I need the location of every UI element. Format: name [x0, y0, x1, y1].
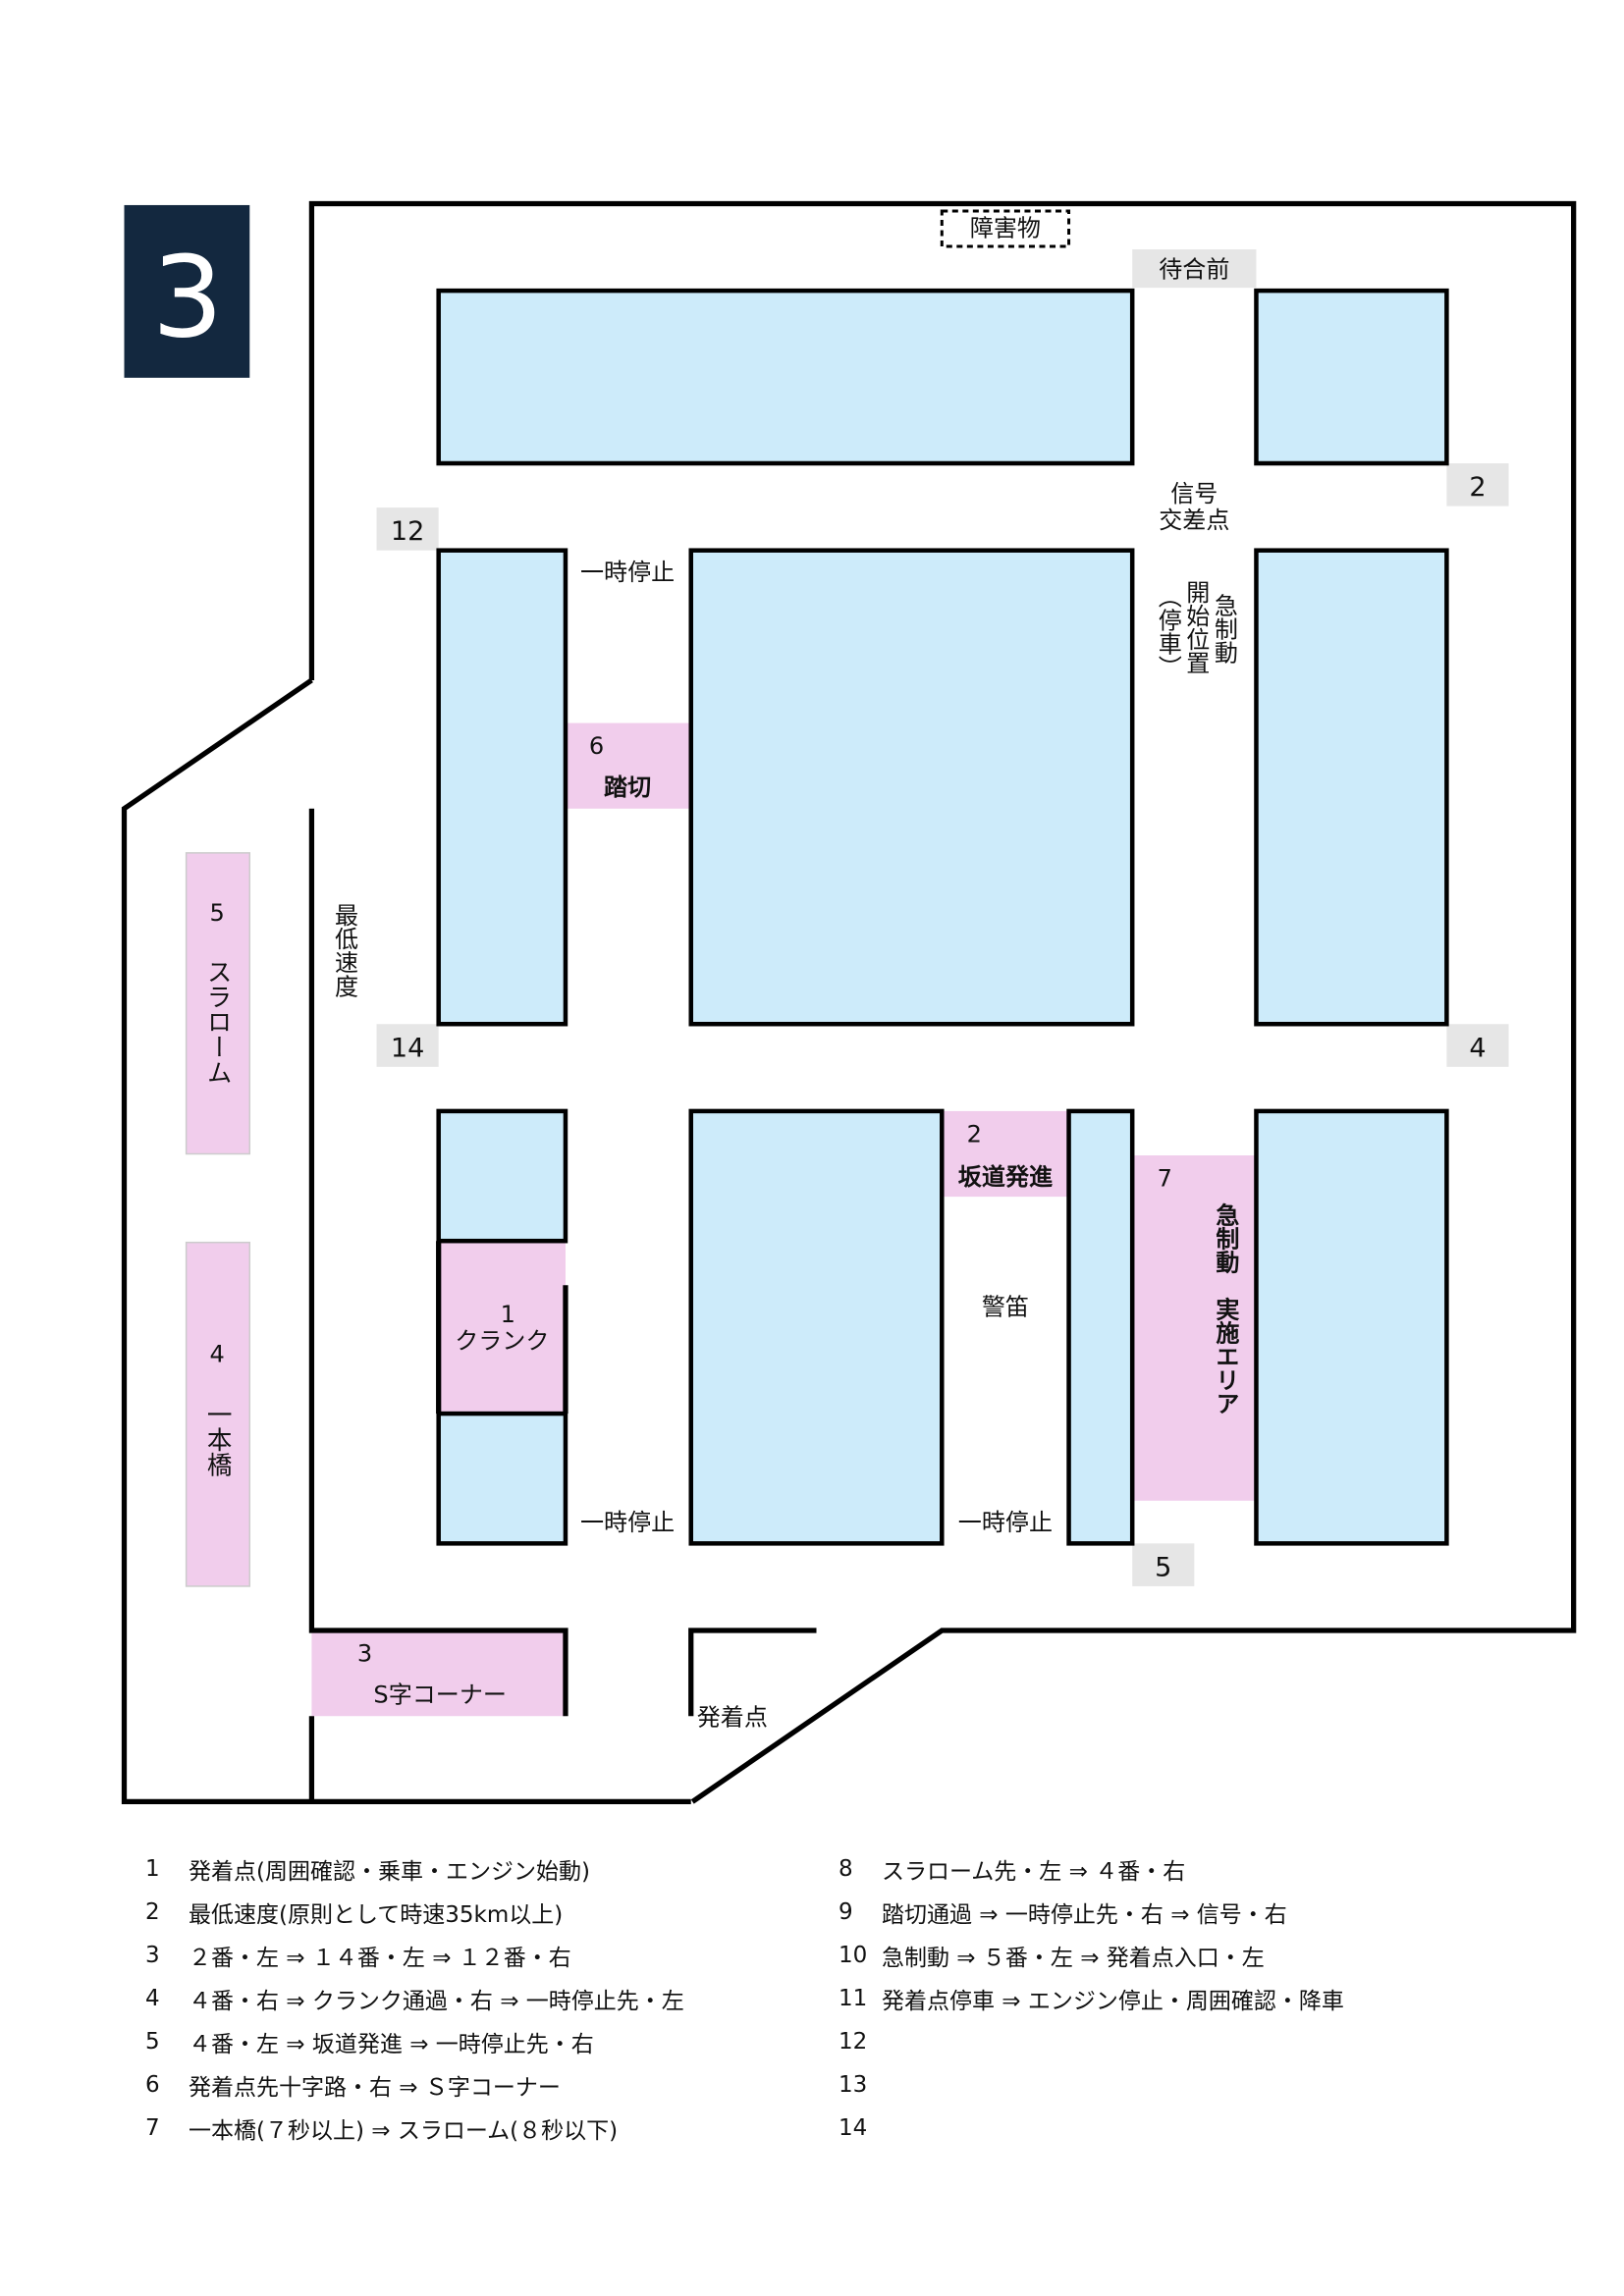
signal-label-2: 交差点 [1159, 507, 1229, 534]
route-item: 7 一本橋(７秒以上) ⇒ スラローム(８秒以下) [145, 2107, 684, 2150]
blocks [436, 288, 1449, 1546]
course-number: 3 [152, 233, 224, 363]
route-text: 一本橋(７秒以上) ⇒ スラローム(８秒以下) [189, 2118, 619, 2144]
ipponbashi-num: 4 [210, 1340, 225, 1367]
task-areas [185, 722, 1257, 1717]
route-item: 6 発着点先十字路・右 ⇒ Ｓ字コーナー [145, 2063, 684, 2107]
obstacle-label: 障害物 [970, 215, 1041, 242]
waiting-area-label: 待合前 [1159, 256, 1229, 284]
route-text: 急制動 ⇒ ５番・左 ⇒ 発着点入口・左 [882, 1946, 1265, 1971]
route-num: 14 [839, 2115, 868, 2141]
route-text: ４番・右 ⇒ クランク通過・右 ⇒ 一時停止先・左 [189, 1989, 684, 2014]
route-num: 9 [839, 1899, 853, 1925]
marker-5: 5 [1155, 1552, 1171, 1582]
route-text: 発着点(周囲確認・乗車・エンジン始動) [189, 1859, 590, 1885]
route-text: ２番・左 ⇒ １４番・左 ⇒ １２番・右 [189, 1946, 571, 1971]
start-point-label: 発着点 [697, 1703, 768, 1731]
hill-start-label: 坂道発進 [958, 1163, 1053, 1191]
stop-label: 一時停止 [958, 1509, 1053, 1536]
stop-label: 一時停止 [580, 559, 675, 586]
route-num: 13 [839, 2072, 868, 2098]
slalom-num: 5 [210, 899, 225, 927]
route-text: ４番・左 ⇒ 坂道発進 ⇒ 一時停止先・右 [189, 2032, 594, 2057]
markers [376, 249, 1509, 1586]
route-item: 1 発着点(周囲確認・乗車・エンジン始動) [145, 1847, 684, 1891]
horn-label: 警笛 [982, 1293, 1029, 1320]
railroad-label: 踏切 [604, 774, 651, 801]
route-num: 7 [145, 2115, 160, 2141]
route-item: 12 [839, 2020, 1344, 2063]
route-item: 11 発着点停車 ⇒ エンジン停止・周囲確認・降車 [839, 1977, 1344, 2020]
crank-label: クランク [455, 1327, 549, 1355]
emergency-brake-label: 急制動 実施エリア [1212, 1201, 1239, 1415]
route-num: 8 [839, 1856, 853, 1882]
route-num: 6 [145, 2072, 160, 2098]
marker-12: 12 [391, 516, 424, 547]
course-boundary [121, 200, 1577, 1805]
stop-label: 一時停止 [580, 1509, 675, 1536]
marker-4: 4 [1469, 1033, 1486, 1063]
route-num: 2 [145, 1899, 160, 1925]
route-num: 1 [145, 1856, 160, 1882]
route-num: 4 [145, 1986, 160, 2011]
route-text: スラローム先・左 ⇒ ４番・右 [882, 1859, 1186, 1885]
course-number-badge: 3 [124, 204, 250, 378]
route-item: 13 [839, 2063, 1344, 2107]
route-num: 12 [839, 2029, 868, 2055]
route-text: 発着点先十字路・右 ⇒ Ｓ字コーナー [189, 2075, 561, 2101]
emergency-brake-num: 7 [1158, 1165, 1172, 1193]
emergency-brake-start-2: 開始位置 [1182, 580, 1210, 674]
route-item: 3 ２番・左 ⇒ １４番・左 ⇒ １２番・右 [145, 1934, 684, 1977]
s-curve-label: S字コーナー [373, 1682, 506, 1709]
route-text: 発着点停車 ⇒ エンジン停止・周囲確認・降車 [882, 1989, 1344, 2014]
route-item: 5 ４番・左 ⇒ 坂道発進 ⇒ 一時停止先・右 [145, 2020, 684, 2063]
route-item: 14 [839, 2107, 1344, 2150]
emergency-brake-start-3: （停車） [1154, 584, 1181, 678]
route-num: 3 [145, 1943, 160, 1968]
route-num: 11 [839, 1986, 868, 2011]
hill-start-num: 2 [967, 1120, 982, 1148]
slalom-label: スラローム [202, 959, 232, 1085]
route-item: 10 急制動 ⇒ ５番・左 ⇒ 発着点入口・左 [839, 1934, 1344, 1977]
route-item: 8 スラローム先・左 ⇒ ４番・右 [839, 1847, 1344, 1891]
s-curve-num: 3 [357, 1640, 372, 1668]
railroad-num: 6 [589, 732, 604, 760]
route-item: 4 ４番・右 ⇒ クランク通過・右 ⇒ 一時停止先・左 [145, 1977, 684, 2020]
route-item: 9 踏切通過 ⇒ 一時停止先・右 ⇒ 信号・右 [839, 1891, 1344, 1934]
route-item: 2 最低速度(原則として時速35km以上) [145, 1891, 684, 1934]
marker-14: 14 [391, 1033, 424, 1063]
route-num: 5 [145, 2029, 160, 2055]
signal-label-1: 信号 [1170, 480, 1218, 507]
route-num: 10 [839, 1943, 868, 1968]
route-text: 最低速度(原則として時速35km以上) [189, 1902, 564, 1928]
emergency-brake-start-1: 急制動 [1210, 593, 1237, 664]
ipponbashi-label: 一本橋 [202, 1402, 232, 1477]
marker-2: 2 [1469, 472, 1486, 503]
obstacle-box [940, 209, 1071, 248]
route-text: 踏切通過 ⇒ 一時停止先・右 ⇒ 信号・右 [882, 1902, 1287, 1928]
crank-num: 1 [501, 1301, 515, 1328]
route-column-left: 1 発着点(周囲確認・乗車・エンジン始動) 2 最低速度(原則として時速35km以上… [145, 1847, 684, 2150]
min-speed-label: 最低速度 [330, 903, 357, 997]
